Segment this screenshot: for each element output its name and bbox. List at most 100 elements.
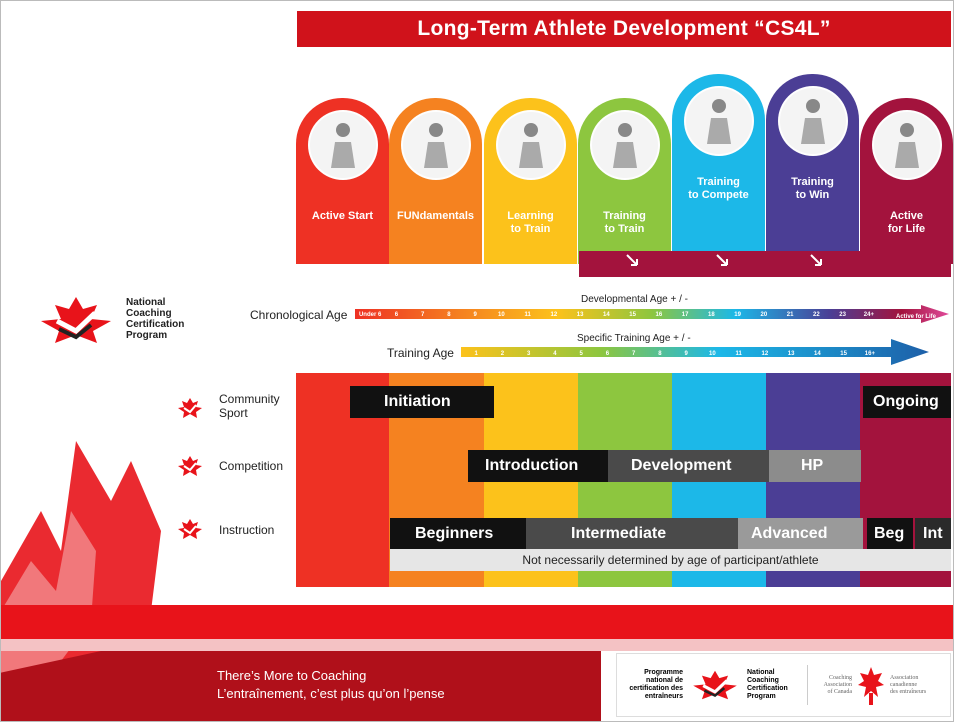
training-caption: Specific Training Age + / - — [577, 333, 691, 344]
tagline-fr: L’entraînement, c’est plus qu’on l’pense — [217, 686, 445, 701]
age-tick: 12 — [761, 351, 769, 357]
intermediate-bar: Intermediate — [526, 518, 738, 550]
int-bar: Int — [915, 518, 951, 550]
stage-label-line: Training — [791, 176, 834, 188]
nccp-line1: National — [126, 297, 166, 308]
footer-tagline: There’s More to Coaching L’entraînement,… — [217, 667, 445, 703]
stage-bracket-band — [579, 251, 951, 277]
nccp-fr-line2: national de — [646, 677, 683, 684]
stage-label-line: for Life — [887, 223, 926, 235]
nccp-logo-text: National Coaching Certification Program — [126, 297, 184, 341]
tagline-en: There’s More to Coaching — [217, 668, 367, 683]
beginners-bar: Beginners — [390, 518, 526, 550]
chrono-end-label: Active for Life — [896, 314, 937, 320]
cac-en-text: Coaching Association of Canada — [814, 675, 852, 696]
nccp-line2: Coaching — [126, 308, 172, 319]
athlete-photo — [495, 110, 566, 180]
stage-arch: Active Start — [296, 98, 389, 264]
athlete-photo — [307, 110, 378, 180]
cac-en-line2: Association — [823, 681, 852, 688]
nccp-fr-line4: entraîneurs — [644, 693, 683, 700]
nccp-en-line1: National — [747, 669, 775, 676]
cac-en-line3: of Canada — [827, 688, 853, 695]
stage-label-line: to Train — [510, 223, 551, 235]
stage-label: Active Start — [308, 210, 377, 223]
athlete-photo — [871, 110, 942, 180]
age-tick: 14 — [603, 312, 610, 318]
stage-label-line: to Train — [604, 223, 645, 235]
competition-logo-icon — [178, 456, 202, 476]
ongoing-bar: Ongoing — [863, 386, 951, 418]
stage-label-line: FUNdamentals — [396, 210, 475, 222]
nccp-en-line3: Certification — [747, 685, 788, 692]
nccp-en-line4: Program — [747, 693, 776, 700]
footer-pink-band — [1, 639, 953, 651]
athlete-photo — [589, 110, 660, 180]
advanced-bar: Advanced — [738, 518, 863, 550]
training-age-arrow — [461, 339, 929, 365]
nccp-fr-line1: Programme — [644, 669, 683, 676]
cac-en-line1: Coaching — [829, 674, 852, 681]
age-tick: 1 — [474, 351, 478, 357]
development-bar: Development — [608, 450, 769, 482]
age-tick: 6 — [394, 312, 399, 318]
age-tick: 2 — [500, 351, 505, 357]
stage-label-line: Training — [697, 176, 740, 188]
age-tick: 11 — [735, 351, 742, 357]
age-tick: 11 — [524, 312, 531, 318]
cac-fr-text: Association canadienne des entraîneurs — [890, 675, 934, 696]
beginners-label: Beginners — [415, 525, 494, 542]
age-tick: 8 — [447, 312, 451, 318]
age-tick: 9 — [473, 312, 477, 318]
age-tick: 5 — [579, 351, 583, 357]
stage-label-line: Active Start — [311, 210, 374, 222]
age-tick: 17 — [681, 312, 689, 318]
age-tick: 13 — [576, 312, 584, 318]
nccp-line3: Certification — [126, 319, 185, 330]
community-label-line2: Sport — [219, 406, 248, 420]
age-tick: 22 — [813, 312, 820, 318]
age-tick: 16 — [655, 312, 663, 318]
age-tick: 20 — [760, 312, 768, 318]
nccp-logo-icon — [41, 297, 111, 343]
arrows-icon — [626, 254, 822, 266]
athlete-photo — [777, 86, 848, 156]
cac-fr-line1: Association — [890, 674, 919, 681]
athlete-photo — [400, 110, 471, 180]
age-tick: 19 — [734, 312, 741, 318]
age-tick: 15 — [840, 351, 847, 357]
age-tick: 7 — [420, 312, 425, 318]
age-tick: 21 — [786, 312, 794, 318]
nccp-fr-text: Programme national de certification des … — [623, 669, 683, 701]
age-tick: Under 6 — [358, 312, 382, 318]
beg-label: Beg — [874, 525, 905, 542]
advanced-label: Advanced — [751, 525, 828, 542]
intermediate-label: Intermediate — [571, 525, 667, 542]
footer-logos: Programme national de certification des … — [616, 653, 951, 717]
age-tick: 3 — [526, 351, 531, 357]
stage-label-line: Learning — [507, 210, 554, 222]
nccp-footer-logo-icon — [693, 670, 737, 700]
athlete-photo — [683, 86, 754, 156]
nccp-en-text: National Coaching Certification Program — [747, 669, 801, 701]
age-tick: 7 — [631, 351, 636, 357]
age-note-bar: Not necessarily determined by age of par… — [390, 549, 951, 571]
introduction-bar: Introduction — [468, 450, 608, 482]
age-tick: 24+ — [863, 312, 874, 318]
initiation-label: Initiation — [384, 393, 451, 410]
age-tick: 16+ — [864, 351, 875, 357]
cac-torch-icon — [858, 667, 884, 705]
hp-label: HP — [801, 457, 824, 474]
nccp-fr-line3: certification des — [629, 685, 683, 692]
age-tick: 14 — [814, 351, 821, 357]
stage-label-line: Active — [889, 210, 924, 222]
community-logo-icon — [178, 398, 202, 418]
